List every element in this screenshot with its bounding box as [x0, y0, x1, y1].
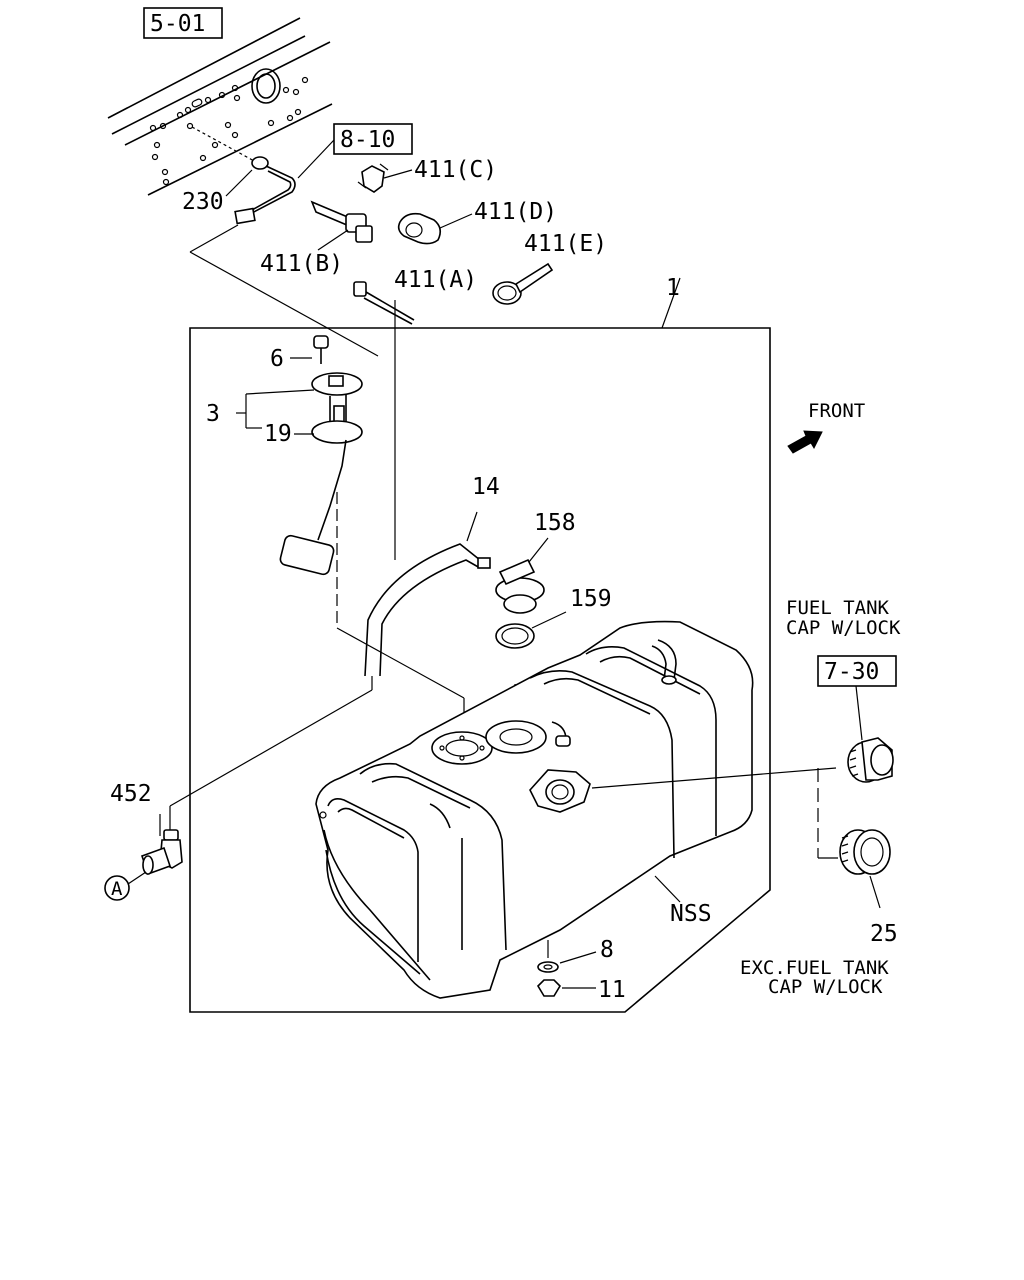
front-label: FRONT — [808, 400, 865, 422]
with-lock-note-line2: CAP W/LOCK — [786, 617, 901, 639]
ref-box-8-10 — [333, 123, 413, 155]
fuel-tank — [315, 620, 754, 999]
drain-plug — [536, 951, 597, 997]
ref-box-7-30 — [817, 655, 897, 687]
part-1-label: 1 — [666, 275, 680, 301]
part-8-label: 8 — [600, 937, 614, 963]
part-25-label: 25 — [870, 921, 898, 947]
exc-lock-note-line1: EXC.FUEL TANK — [740, 957, 889, 979]
hose-connector — [104, 814, 183, 901]
part-159-label: 159 — [570, 586, 612, 612]
ref-box-5-01 — [143, 7, 223, 39]
part-14-label: 14 — [472, 474, 500, 500]
fuel-sender-unit — [236, 335, 465, 745]
part-6-label: 6 — [270, 346, 284, 372]
harness-parts — [189, 126, 554, 560]
ref-5-01-label[interactable]: 5-01 — [150, 11, 205, 37]
part-3-label: 3 — [206, 401, 220, 427]
part-411c-label: 411(C) — [414, 157, 497, 183]
part-11-label: 11 — [598, 977, 626, 1003]
circle-a-label: A — [111, 878, 123, 900]
part-452-label: 452 — [110, 781, 152, 807]
nss-label: NSS — [670, 901, 712, 927]
assembly-boundary — [189, 277, 771, 1013]
part-411e-label: 411(E) — [524, 231, 607, 257]
vent-valve — [495, 537, 567, 728]
part-158-label: 158 — [534, 510, 576, 536]
part-230-label: 230 — [182, 189, 224, 215]
ref-7-30-label[interactable]: 7-30 — [824, 659, 879, 685]
frame-rail — [107, 17, 333, 196]
part-411b-label: 411(B) — [260, 251, 343, 277]
part-411d-label: 411(D) — [474, 199, 557, 225]
ref-8-10-label[interactable]: 8-10 — [340, 127, 395, 153]
exc-lock-note-line2: CAP W/LOCK — [768, 976, 883, 998]
part-19-label: 19 — [264, 421, 292, 447]
vent-hose — [169, 511, 491, 830]
filler-caps — [591, 685, 894, 909]
front-arrow-icon — [787, 430, 823, 454]
with-lock-note-line1: FUEL TANK — [786, 597, 890, 619]
part-411a-label: 411(A) — [394, 267, 477, 293]
